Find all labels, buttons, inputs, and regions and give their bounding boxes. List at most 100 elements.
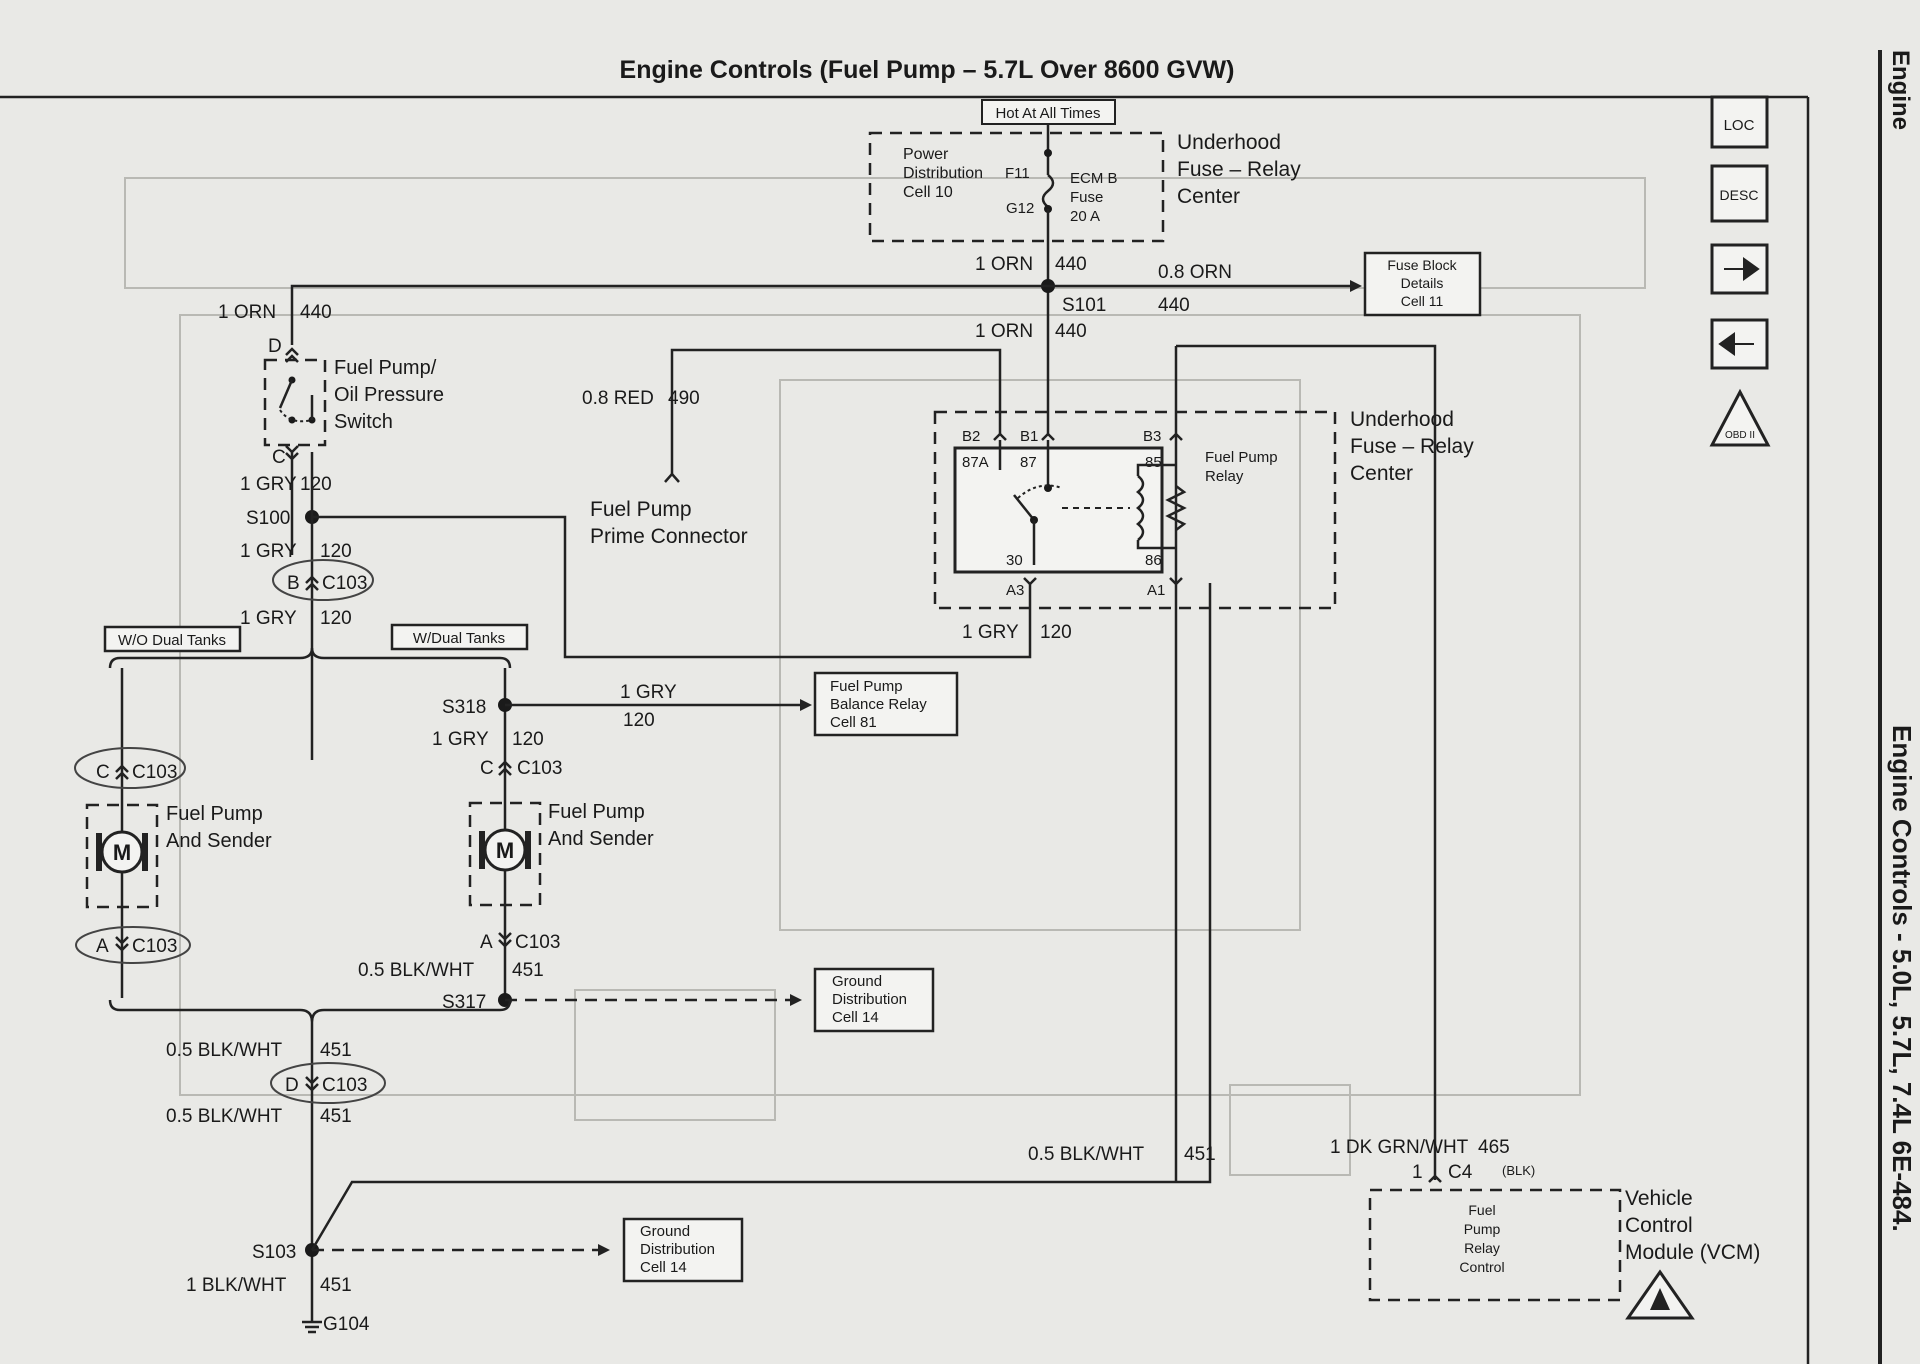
pdc-label-2: Distribution: [903, 165, 983, 182]
wire-label-gry-relay: 1 GRY: [962, 622, 1019, 643]
ufrc-relay-label-3: Center: [1350, 462, 1413, 485]
vcm-box: [1368, 1188, 1622, 1302]
fuse-label-1: ECM B: [1070, 170, 1118, 187]
c103-c-left-symbol: [115, 764, 129, 780]
ufrc-relay-label-1: Underhood: [1350, 408, 1454, 431]
relay-pin-85: 85: [1145, 454, 1162, 471]
relay-pin-a3: A3: [1006, 582, 1024, 599]
back-arrow-button[interactable]: [1710, 318, 1769, 370]
c103-d-label: C103: [322, 1075, 367, 1096]
fuse-block-label-3: Cell 11: [1401, 293, 1444, 309]
splice-label-s317: S317: [442, 992, 486, 1013]
wire-label-blk3: 0.5 BLK/WHT: [166, 1106, 283, 1127]
c103-c-left-label: C103: [132, 762, 177, 783]
right-pump-label-2: And Sender: [548, 828, 654, 850]
background-bleed-through: [124, 177, 1646, 1176]
c103-b-highlight: [272, 559, 374, 601]
vcm-inner-label-3: Relay: [1464, 1240, 1500, 1256]
forward-arrow-button[interactable]: [1710, 243, 1769, 295]
wire-label-blk4: 1 BLK/WHT: [186, 1275, 287, 1296]
c103-a-left-highlight: [75, 926, 191, 964]
power-distribution-box: [868, 131, 1165, 243]
wire-label-dkgrn: 1 DK GRN/WHT: [1330, 1137, 1469, 1158]
side-tab-section: Engine Controls - 5.0L, 5.7L, 7.4L 6E-48…: [1887, 725, 1917, 1232]
fuse-pin-f11: F11: [1005, 165, 1030, 182]
wire-label-blk-mid-circuit: 451: [1184, 1144, 1216, 1165]
ufrc-top-label-2: Fuse – Relay: [1177, 158, 1301, 181]
wire-label-blk2: 0.5 BLK/WHT: [166, 1040, 283, 1061]
ground-label-g104: G104: [323, 1314, 370, 1335]
left-motor-brush-left: [96, 833, 102, 871]
wire-label-gry-s318: 1 GRY: [432, 729, 489, 750]
ground-2-label-1: Ground: [640, 1223, 690, 1240]
c103-d-pin: D: [285, 1075, 299, 1096]
fuse-symbol: [1041, 174, 1055, 208]
ufrc-relay-label-2: Fuse – Relay: [1350, 435, 1474, 458]
fuse-block-label-1: Fuse Block: [1387, 257, 1457, 273]
red-490-wire: [670, 348, 1002, 475]
right-pump-box: [468, 801, 542, 907]
side-tab-engine: Engine: [1887, 50, 1914, 130]
right-motor-brush-left: [479, 831, 485, 869]
fuse-block-details-box[interactable]: [1363, 251, 1482, 317]
wire-label-orn-left-circuit: 440: [300, 302, 332, 323]
hot-at-all-times-label: Hot At All Times: [995, 105, 1100, 122]
ground-distribution-box-2[interactable]: [622, 1217, 744, 1283]
ground-g104-icon: [302, 1320, 322, 1334]
c103-b-label: C103: [322, 573, 367, 594]
wire-label-gry1-circuit: 120: [300, 474, 332, 495]
c103-b-symbol: [305, 575, 319, 591]
vcm-inner-label-4: Control: [1459, 1259, 1504, 1275]
esd-warning-icon: [1625, 1269, 1695, 1320]
arrow-to-balance-relay: [800, 699, 812, 711]
c103-a-left-label: C103: [132, 936, 177, 957]
obd-ii-label: OBD II: [1725, 430, 1755, 441]
balance-relay-label-2: Balance Relay: [830, 696, 927, 713]
c103-b-pin: B: [287, 573, 300, 594]
splice-label-s103: S103: [252, 1242, 296, 1263]
wire-label-gry-bal-circuit: 120: [623, 710, 655, 731]
balance-relay-box[interactable]: [813, 671, 959, 737]
wire-label-dkgrn-circuit: 465: [1478, 1137, 1510, 1158]
relay-coil-top: [1136, 463, 1176, 476]
wire-label-gry-bal: 1 GRY: [620, 682, 677, 703]
relay-pin-30: 30: [1006, 552, 1023, 569]
desc-button[interactable]: DESC: [1710, 164, 1769, 223]
fuel-pump-relay-box: [953, 446, 1164, 574]
fuse-label-2: Fuse: [1070, 189, 1103, 206]
relay-pin-86: 86: [1145, 552, 1162, 569]
c103-a-right-pin: A: [480, 932, 493, 953]
balance-relay-label-3: Cell 81: [830, 714, 877, 731]
ground-distribution-box-1[interactable]: [813, 967, 935, 1033]
ufrc-top-label-3: Center: [1177, 185, 1240, 208]
relay-coil-bottom: [1136, 540, 1176, 550]
obd-ii-button[interactable]: OBD II: [1709, 388, 1771, 447]
ground-2-label-3: Cell 14: [640, 1259, 687, 1276]
right-motor-label: M: [496, 838, 514, 863]
fuse-pin-g12: G12: [1006, 200, 1034, 217]
relay-resistor-icon: [1165, 485, 1187, 531]
vcm-inner-label-1: Fuel: [1468, 1202, 1495, 1218]
vcm-inner-label-2: Pump: [1464, 1221, 1501, 1237]
w-dual-tanks-box: [390, 623, 529, 651]
wire-label-orn-mid-circuit: 440: [1055, 321, 1087, 342]
wire-label-gry-relay-circuit: 120: [1040, 622, 1072, 643]
w-dual-tanks-label: W/Dual Tanks: [413, 630, 505, 647]
wire-label-orn08: 0.8 ORN: [1158, 262, 1232, 283]
wire-label-blk2-circuit: 451: [320, 1040, 352, 1061]
loc-button[interactable]: LOC: [1710, 95, 1769, 149]
c103-d-highlight: [270, 1062, 386, 1104]
left-pump-label-2: And Sender: [166, 830, 272, 852]
splice-label-s101: S101: [1062, 295, 1106, 316]
switch-pin-c: C: [272, 447, 286, 468]
switch-pin-d: D: [268, 336, 282, 357]
orn-440-left-wire: [290, 284, 1048, 345]
back-arrow-icon: [1718, 332, 1754, 356]
c103-c-right-label: C103: [517, 758, 562, 779]
switch-label-2: Oil Pressure: [334, 384, 444, 406]
wire-label-blk4-circuit: 451: [320, 1275, 352, 1296]
relay-pin-a1: A1: [1147, 582, 1165, 599]
c103-c-left-pin: C: [96, 762, 110, 783]
vcm-label-1: Vehicle: [1625, 1187, 1693, 1210]
